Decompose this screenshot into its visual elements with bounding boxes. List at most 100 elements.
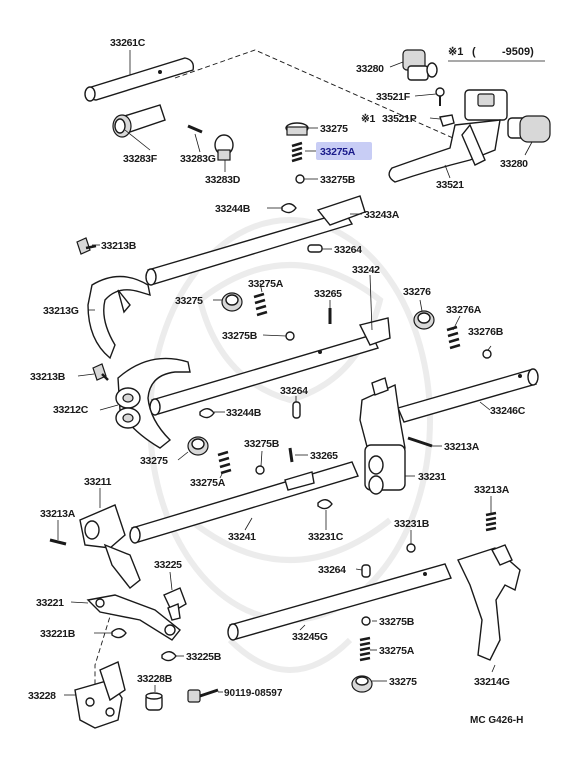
part-33275B-ball-bot	[361, 616, 371, 626]
figure-code: MC G426-H	[470, 715, 523, 726]
part-33212C-fork	[115, 357, 191, 449]
part-33231-head	[359, 377, 406, 495]
part-33264-pin-low	[361, 564, 371, 578]
part-33243A-shaft	[145, 195, 366, 286]
part-33275-top-plug	[285, 122, 309, 136]
part-33264-pin-top	[307, 244, 323, 253]
part-33275A-spring-highlighted	[291, 141, 303, 163]
label-33264-low: 33264	[318, 564, 346, 576]
part-33221B-clip	[111, 628, 127, 639]
part-33241-shaft	[129, 461, 359, 544]
label-33265-low: 33265	[310, 450, 338, 462]
relation-lines	[94, 49, 481, 690]
label-33283D: 33283D	[205, 174, 241, 186]
part-33275B-ball-low	[255, 465, 265, 475]
label-33221: 33221	[36, 597, 64, 609]
label-33213A-mid: 33213A	[444, 441, 480, 453]
label-33225: 33225	[154, 559, 182, 571]
part-33275A-spring-low	[217, 450, 232, 475]
label-33275B-top: 33275B	[320, 174, 356, 186]
part-33242-shaft	[149, 317, 391, 416]
part-33280-top-switch	[402, 49, 438, 81]
label-33213A-left: 33213A	[40, 508, 76, 520]
part-33264-pin-mid	[292, 401, 301, 419]
label-33261C: 33261C	[110, 37, 146, 49]
label-33214G: 33214G	[474, 676, 510, 688]
part-33275B-ball-mid	[285, 331, 295, 341]
note-mark: ※1	[448, 46, 463, 58]
label-33280-right: 33280	[500, 158, 528, 170]
label-33275-low: 33275	[140, 455, 168, 467]
label-33213B-top: 33213B	[101, 240, 137, 252]
label-33231B: 33231B	[394, 518, 430, 530]
label-33521: 33521	[436, 179, 464, 191]
label-33213G: 33213G	[43, 305, 79, 317]
part-33213A-bolt-right	[485, 511, 497, 532]
label-33275-top: 33275	[320, 123, 348, 135]
label-33245G: 33245G	[292, 631, 328, 643]
label-33244B-top: 33244B	[215, 203, 251, 215]
label-33275A-mid: 33275A	[248, 278, 284, 290]
label-33275A-low: 33275A	[190, 477, 226, 489]
part-33214G-fork	[457, 544, 521, 661]
part-33276-plug	[413, 310, 435, 330]
part-33276B-ball	[482, 349, 492, 359]
part-90119-08597-bolt	[187, 688, 219, 703]
part-33265-pin-low	[288, 447, 294, 463]
part-33246C-shaft	[397, 368, 539, 423]
label-33283G: 33283G	[180, 153, 216, 165]
label-33242: 33242	[352, 264, 380, 276]
part-33213G-fork	[87, 275, 151, 360]
part-33275-mid-plug	[221, 292, 243, 312]
label-33276B: 33276B	[468, 326, 504, 338]
part-33211-lever	[79, 504, 141, 589]
label-33276: 33276	[403, 286, 431, 298]
label-33231: 33231	[418, 471, 446, 483]
part-33244B-clip-mid	[199, 408, 215, 419]
part-33245G-shaft	[227, 563, 452, 641]
part-33521P-plate	[439, 114, 455, 127]
part-33231B-ball	[406, 543, 416, 553]
part-33228-bracket	[74, 661, 126, 729]
label-33213B-mid: 33213B	[30, 371, 66, 383]
note-range: -9509)	[502, 46, 534, 58]
label-33241: 33241	[228, 531, 256, 543]
label-33280-top: 33280	[356, 63, 384, 75]
label-33275B-low: 33275B	[244, 438, 280, 450]
label-33213A-right: 33213A	[474, 484, 510, 496]
label-33283F: 33283F	[123, 153, 158, 165]
part-33521F-bolt	[435, 87, 445, 106]
label-33275A-highlighted: 33275A	[320, 146, 356, 158]
label-33264-mid: 33264	[280, 385, 308, 397]
label-33228B: 33228B	[137, 673, 173, 685]
part-33244B-clip-top	[281, 203, 297, 214]
label-33231C: 33231C	[308, 531, 344, 543]
label-33521P-mark: ※1	[361, 113, 375, 125]
part-33283D-plug	[214, 134, 234, 161]
part-33213B-bolt-top	[76, 237, 97, 255]
leader-lines	[57, 50, 533, 696]
label-33244B-mid: 33244B	[226, 407, 262, 419]
part-33275A-spring-bot	[359, 636, 371, 662]
part-33221-arm	[86, 594, 181, 641]
part-33275-bot-plug	[351, 675, 373, 693]
part-33225-block	[163, 587, 187, 621]
part-33275B-ball-top	[295, 174, 305, 184]
part-33283F-plug	[112, 104, 166, 138]
part-33276A-spring	[446, 325, 461, 350]
part-33231C-clip	[317, 499, 333, 510]
part-33275-low-plug	[187, 436, 209, 456]
part-33280-right-switch	[507, 115, 551, 143]
label-33521P: 33521P	[382, 113, 417, 125]
label-33521F: 33521F	[376, 91, 411, 103]
label-33212C: 33212C	[53, 404, 89, 416]
label-33265-mid: 33265	[314, 288, 342, 300]
label-33211: 33211	[84, 476, 112, 488]
part-33225B-clip	[161, 651, 177, 662]
label-33275-mid: 33275	[175, 295, 203, 307]
label-33275A-bot: 33275A	[379, 645, 415, 657]
applicability-note: ※1 ( -9509)	[448, 46, 545, 62]
part-33213A-bolt-mid	[407, 436, 433, 448]
note-paren: (	[472, 46, 476, 58]
